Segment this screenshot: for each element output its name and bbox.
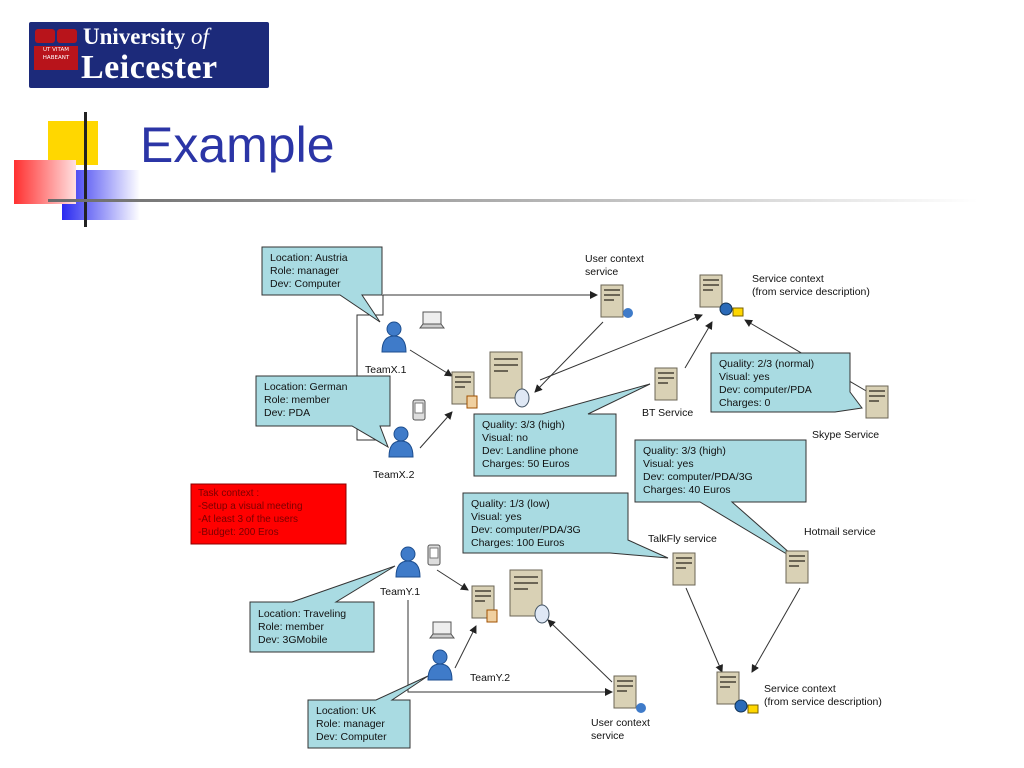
- vertical-rule: [84, 112, 87, 227]
- lock-icon: [747, 704, 759, 714]
- slide-title: Example: [140, 117, 335, 173]
- service-context-server-icon: [699, 274, 723, 308]
- logo-university: University of: [83, 24, 209, 49]
- yellow-square: [48, 121, 98, 165]
- teamx2-label: TeamX.2: [373, 469, 415, 481]
- folder-icon: [466, 395, 478, 409]
- user-badge-icon: [636, 703, 646, 713]
- svg-text:Service context(from service d: Service context(from service description…: [752, 273, 870, 298]
- horizontal-rule: [48, 199, 978, 202]
- globe-icon: [719, 302, 733, 316]
- skype-service-label: Skype Service: [812, 429, 879, 441]
- teamy1-label: TeamY.1: [380, 586, 420, 598]
- svg-text:Task context :-Setup a visual: Task context :-Setup a visual meeting-At…: [198, 488, 303, 538]
- teamx2-person-icon: [388, 426, 414, 458]
- talkfly-service-label: TalkFly service: [648, 533, 717, 545]
- laptop-icon: [429, 621, 455, 639]
- folder-icon: [486, 609, 498, 623]
- logo-leicester: Leicester: [81, 49, 218, 86]
- pda-icon: [412, 399, 426, 421]
- talkfly-server-icon: [672, 552, 696, 586]
- skype-server-icon: [865, 385, 889, 419]
- svg-text:Service context(from service d: Service context(from service description…: [764, 683, 882, 708]
- red-square: [14, 160, 76, 204]
- laptop-icon: [419, 311, 445, 329]
- database-icon: [514, 388, 530, 408]
- lock-icon: [732, 307, 744, 317]
- database-icon: [534, 604, 550, 624]
- teamy1-person-icon: [395, 546, 421, 578]
- crest-icon: [35, 29, 55, 43]
- bt-service-label: BT Service: [642, 407, 693, 419]
- hotmail-service-label: Hotmail service: [804, 526, 876, 538]
- mobile-icon: [427, 544, 441, 566]
- service-context-server-icon: [716, 671, 740, 705]
- user-badge-icon: [623, 308, 633, 318]
- hotmail-server-icon: [785, 550, 809, 584]
- crest-icon: [57, 29, 77, 43]
- teamx1-person-icon: [381, 321, 407, 353]
- user-context-server-icon: [613, 675, 637, 709]
- bt-server-icon: [654, 367, 678, 401]
- teamy2-label: TeamY.2: [470, 672, 510, 684]
- globe-icon: [734, 699, 748, 713]
- teamx1-label: TeamX.1: [365, 364, 407, 376]
- teamy2-person-icon: [427, 649, 453, 681]
- title-decoration: [14, 112, 978, 227]
- user-context-server-icon: [600, 284, 624, 318]
- task-context-box: Task context :-Setup a visual meeting-At…: [190, 483, 347, 545]
